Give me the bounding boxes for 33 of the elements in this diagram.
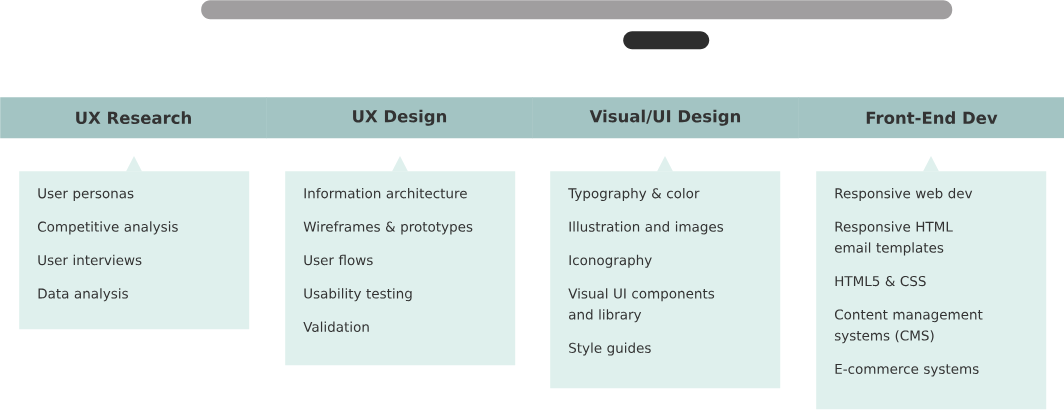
header-band: UX Design [266,97,533,139]
list-item: Information architecture [304,187,467,199]
list-box [550,171,781,389]
rounded-bar [201,0,953,20]
list-item: E-commerce systems [835,363,979,377]
list-item: Responsive HTML email templates [834,221,953,256]
list-item: Visual UI components and library [568,288,715,323]
list-item: Competitive analysis [37,221,178,235]
header-band: UX Research [0,97,267,139]
list-item: Content management systems (CMS) [834,309,983,344]
header-band: Front-End Dev [798,97,1064,139]
node-label: UX Design [353,109,447,126]
list-item: Usability testing [304,288,412,302]
node-label: Front-End Dev [866,111,998,125]
list-item: User flows [304,254,373,266]
list-item: Style guides [569,342,651,356]
node-label: UX Research [76,111,191,125]
rounded-bar [623,31,710,50]
list-item: Typography & color [568,187,700,201]
list-box [816,171,1047,410]
list-item: Iconography [569,254,652,268]
list-item: Data analysis [38,288,128,302]
node-label: Visual/UI Design [589,109,741,126]
list-box [19,171,250,330]
list-item: Responsive web dev [835,187,973,201]
list-item: User personas [38,188,134,201]
list-item: HTML5 & CSS [835,276,926,287]
header-band: Visual/UI Design [532,97,799,139]
list-item: Illustration and images [569,221,724,235]
list-item: User interviews [38,254,142,266]
list-item: Wireframes & prototypes [303,221,473,235]
list-box [285,171,516,366]
list-item: Validation [303,321,369,332]
